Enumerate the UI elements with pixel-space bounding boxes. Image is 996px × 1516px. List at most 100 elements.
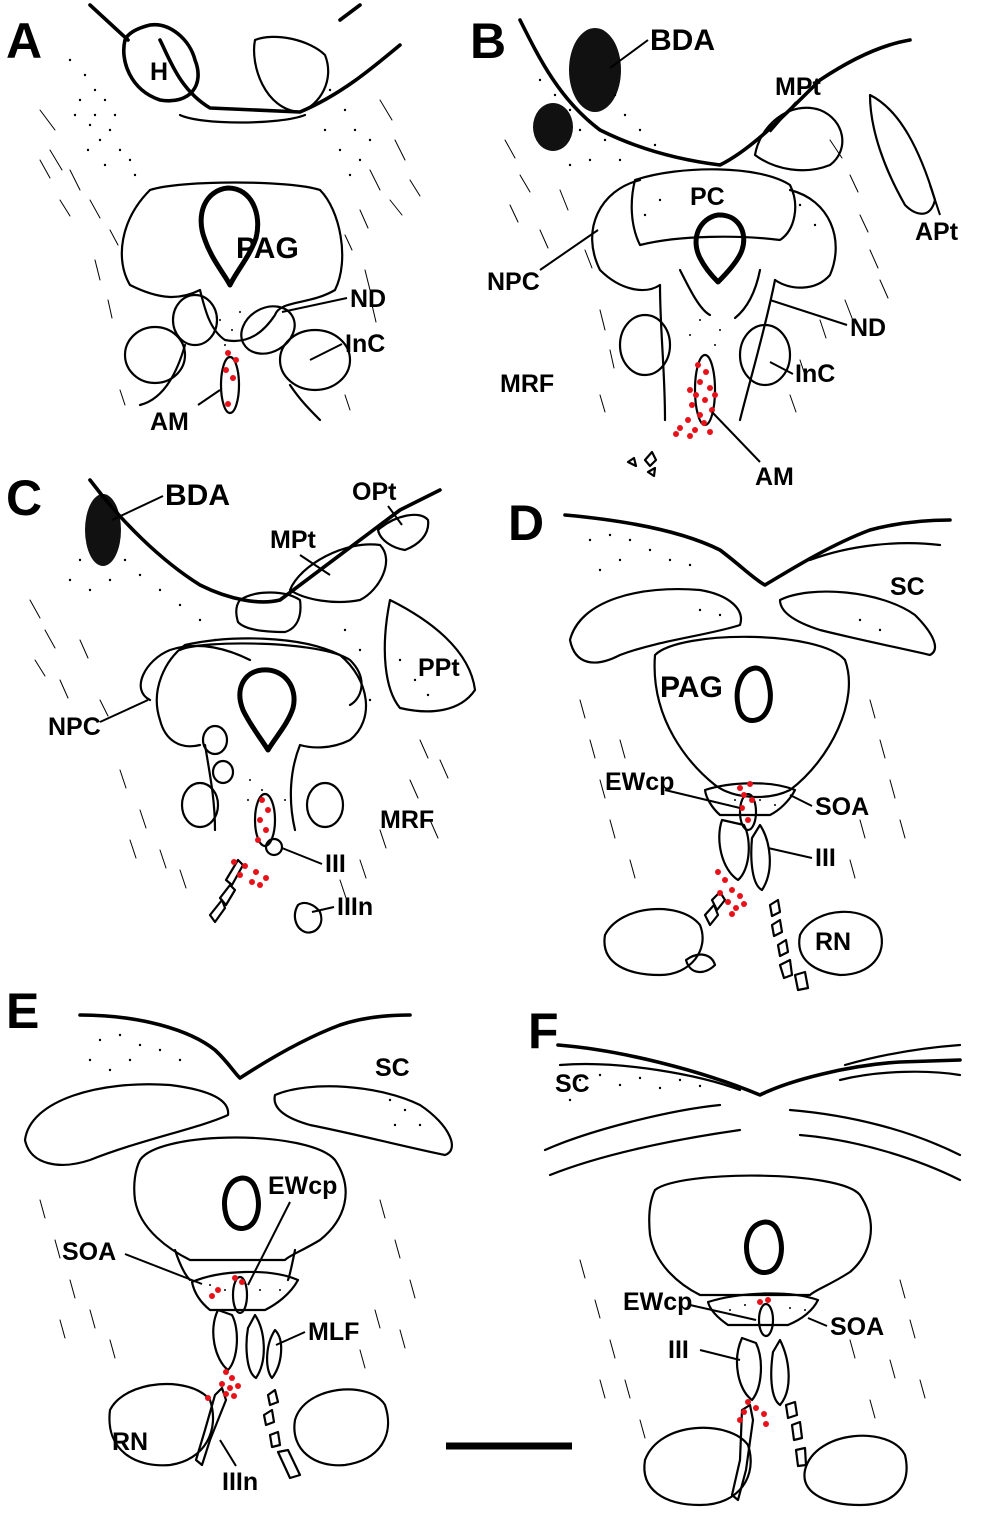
panel-e-commissure-left (23, 1083, 230, 1166)
panel-f-iii-outline (735, 1336, 790, 1407)
panel-c-label-opt: OPt (352, 478, 397, 506)
panel-b-label-mrf: MRF (500, 370, 554, 398)
panel-f-stipple (568, 1073, 806, 1311)
panel-b-label-nd: ND (850, 314, 886, 342)
panel-a-labeled-cells (223, 350, 239, 407)
panel-c-label-bda: BDA (165, 479, 230, 512)
panel-a-arrow-nd (281, 297, 348, 313)
panel-b-letter: B (470, 13, 506, 69)
panel-e-label-rn: RN (112, 1428, 148, 1456)
panel-e-rn-right (293, 1388, 390, 1467)
panel-c-opt-outline (376, 513, 430, 552)
panel-c-arrow-mpt (299, 554, 331, 576)
panel-c-label-mrf: MRF (380, 806, 434, 834)
panel-e-iiin-rootlets (194, 1386, 302, 1480)
panel-b-label-apt: APt (915, 218, 959, 246)
panel-e-letter: E (6, 983, 39, 1039)
panel-a-inc-right (278, 328, 352, 392)
panel-c-arrow-bda (111, 495, 164, 521)
panel-c-right-structure (305, 781, 345, 829)
panel-c-mpt-outline (288, 543, 388, 604)
panel-d-ewcp-outline (738, 792, 758, 832)
panel-b-labeled-cells (673, 362, 718, 439)
panel-c-label-iiin: IIIn (337, 893, 373, 921)
panel-b-label-am: AM (755, 463, 794, 491)
panel-f-aqueduct (744, 1219, 784, 1275)
panel-f: F SC EWcp SOA III (528, 1003, 962, 1507)
panel-f-ewcp-outline (757, 1302, 775, 1338)
panel-b-apt-outline (868, 93, 937, 215)
panel-c-arrow-npc (99, 699, 149, 723)
panel-c-label-iii: III (325, 850, 346, 878)
panel-d-stipple (588, 533, 882, 806)
panel-e-labeled-cells (205, 1275, 245, 1401)
panel-b-mrf-left-structure (618, 313, 672, 377)
panel-a-label-inc: InC (345, 330, 385, 358)
panel-c-letter: C (6, 470, 42, 526)
panel-a-fibers (39, 99, 421, 411)
panel-f-rn-right (803, 1434, 908, 1507)
panel-c-label-ppt: PPt (418, 654, 460, 682)
panel-b-ventral-fragments (626, 450, 658, 478)
panel-f-labeled-cells (737, 1297, 771, 1427)
panel-d-commissure-left (568, 588, 743, 664)
panel-e-ewcp-outline (231, 1275, 249, 1315)
panel-f-iiin-rootlets (730, 1400, 808, 1502)
panel-e-arrow-iiin (219, 1439, 237, 1467)
panel-d-iiin-rootlets (684, 890, 810, 992)
panel-f-label-ewcp: EWcp (623, 1288, 692, 1316)
panel-c-labeled-cells (231, 797, 271, 888)
panel-a-label-am: AM (150, 408, 189, 436)
panel-b-fibers (504, 139, 889, 413)
panel-a-right-habenula-outline (253, 35, 330, 114)
panel-d-sc-lamina (808, 542, 942, 562)
panel-c-iii-subnucleus (264, 837, 284, 857)
panel-e-arrow-mlf (275, 1331, 306, 1346)
panel-c-small-nucleus-1 (201, 724, 229, 756)
panel-f-sc-laminae (558, 1043, 962, 1092)
panel-d-label-pag: PAG (660, 671, 723, 704)
panel-b-pag-outline (658, 278, 777, 422)
panel-b-label-mpt: MPt (775, 73, 822, 101)
panel-b-nd-outline (678, 268, 762, 320)
panel-a-nd-left (171, 293, 219, 347)
panel-d-pag-outline (653, 635, 850, 798)
panel-a-ventral-contours (138, 343, 322, 422)
panel-b-dorsal-surface (518, 18, 912, 167)
panel-a-habenula-outline (122, 22, 200, 103)
panel-e-arrow-ewcp (247, 1201, 291, 1286)
panel-f-letter: F (528, 1003, 559, 1059)
panel-a-dorsal-surface (88, 3, 402, 114)
panel-a-pag-outline (120, 188, 344, 343)
panel-a-stipple (68, 58, 372, 346)
panel-f-label-sc: SC (555, 1070, 590, 1098)
panel-f-commissure-left (543, 1103, 742, 1177)
panel-b-stipple (538, 78, 817, 346)
panel-c-stipple (68, 558, 430, 801)
panel-e-label-soa: SOA (62, 1238, 116, 1266)
panel-f-pag-outline (648, 1174, 872, 1297)
panel-e-arrow-soa (124, 1253, 203, 1285)
panel-a-letter: A (6, 13, 42, 69)
panel-b-label-bda: BDA (650, 24, 715, 57)
panel-b-inc-outline (738, 323, 792, 387)
panel-b-arrow-apt (929, 184, 941, 216)
panel-c-arrow-opt (387, 505, 403, 526)
panel-c-left-structure (180, 781, 220, 829)
panel-b-label-inc: InC (795, 360, 835, 388)
panel-e: E SC EWcp SOA (6, 983, 453, 1496)
panel-d-arrow-iii (767, 847, 813, 859)
panel-c-aqueduct (237, 667, 297, 753)
panel-b-label-npc: NPC (487, 268, 540, 296)
panel-b-arrow-inc (769, 361, 794, 375)
panel-d-label-soa: SOA (815, 793, 869, 821)
panel-d-arrow-ewcp (664, 789, 741, 809)
panel-d-rn-left (603, 907, 704, 977)
panel-d-label-iii: III (815, 844, 836, 872)
panel-f-arrow-soa (807, 1317, 828, 1327)
panel-d-commissure-right (778, 590, 937, 657)
panel-e-label-ewcp: EWcp (268, 1172, 337, 1200)
panel-a-aqueduct (198, 185, 261, 288)
panel-c-label-mpt: MPt (270, 526, 317, 554)
panel-d-iii-outline (718, 818, 771, 892)
